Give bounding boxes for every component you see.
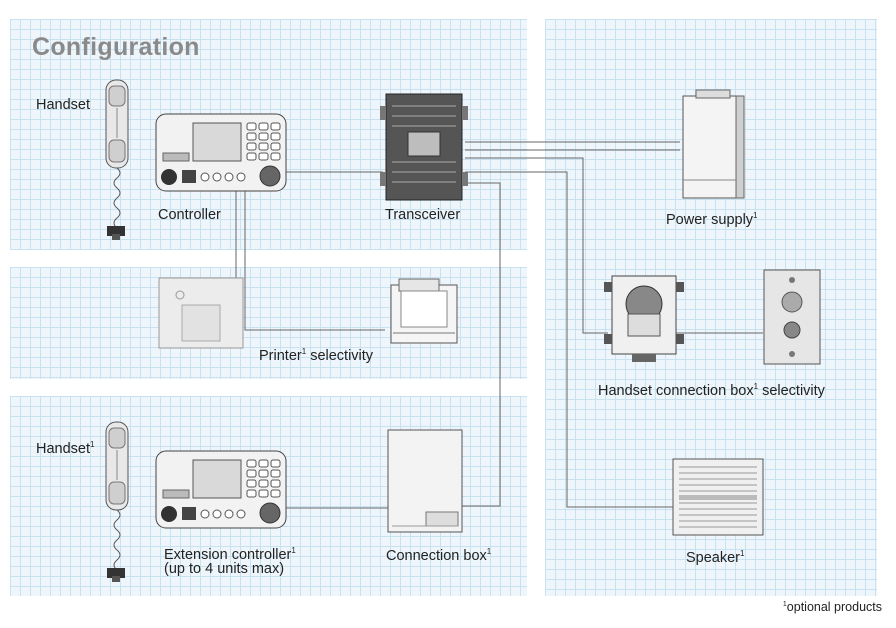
printer-selectivity-text: selectivity [310,348,374,364]
speaker-device-icon [672,458,764,536]
handset-box-selectivity-text: selectivity [762,383,825,399]
optional-mark: 1 [291,546,296,555]
footnote-text: optional products [786,600,882,614]
optional-mark: 1 [753,211,758,220]
connection-box-text: Connection box [386,548,487,564]
handset-box-label: Handset connection box1 selectivity [598,378,825,400]
extension-controller-text: Extension controller [164,547,292,563]
power-supply-text: Power supply [666,212,754,228]
printer-label: Printer1 selectivity [259,343,373,365]
connection-box-label: Connection box1 [386,543,491,565]
power-supply-device-icon [682,89,745,199]
transceiver-label: Transceiver [385,207,461,223]
diagram-title: Configuration [32,33,200,61]
handset-connection-box-icon [604,275,684,362]
handset-optional-label: Handset1 [36,436,94,458]
transceiver-device-icon [380,93,468,201]
power-supply-label: Power supply1 [666,207,758,229]
optional-mark: 1 [740,549,745,558]
handset-box-text: Handset connection box [598,383,754,399]
optional-mark: 1 [90,440,95,449]
handset-label: Handset [36,97,91,113]
selectivity-unit-icon [158,277,244,349]
speaker-text: Speaker [686,550,741,566]
handset-icon [105,79,129,240]
controller-device-icon [155,113,287,192]
printer-text: Printer [259,348,302,364]
connection-box-device-icon [387,429,463,533]
printer-device-icon [390,278,458,344]
handset-optional-text: Handset [36,441,91,457]
extension-controller-device-icon [155,450,287,529]
optional-mark: 1 [753,382,759,391]
optional-mark: 1 [486,547,492,556]
extension-note-label: (up to 4 units max) [164,561,285,577]
wall-handset-device-icon [763,269,821,365]
extension-controller-label: Extension controller1 [164,542,296,564]
controller-label: Controller [158,207,221,223]
optional-mark: 1 [301,347,307,356]
speaker-label: Speaker1 [686,545,744,567]
footnote-mark: 1 [782,601,787,608]
handset-optional-icon [105,421,129,582]
footnote: 1optional products [783,600,882,614]
